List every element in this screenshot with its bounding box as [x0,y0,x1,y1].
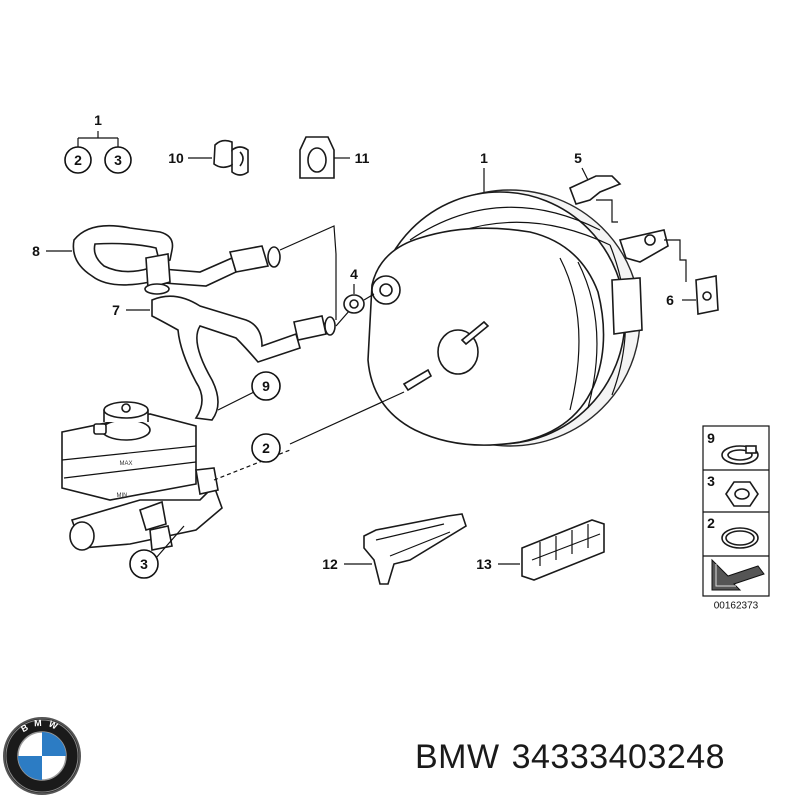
diagram-id: 00162373 [714,601,759,612]
callout-8: 8 [32,243,40,259]
o-ring-icon [721,527,759,549]
part-1-brake-booster: 1 [367,150,643,447]
master-cylinder-reservoir: MAX MIN [61,391,405,551]
bmw-logo-icon: BMW [3,717,81,795]
callout-4: 4 [350,266,358,282]
legend-panel: 9 3 2 [702,425,770,597]
callout-1-top: 1 [94,112,102,128]
part-7-vacuum-hose: 7 [112,295,351,421]
callout-13: 13 [476,556,492,572]
part-13-pad: 13 [476,519,605,581]
callout-6: 6 [666,292,674,308]
callout-2-mid-group: 2 [251,433,281,463]
callout-group-1: 1 2 3 [64,112,132,174]
callout-12: 12 [322,556,338,572]
part-8-vacuum-hose: 8 [32,224,337,320]
hose-clamp-icon [721,445,759,465]
reservoir-min-mark: MIN [117,493,128,499]
legend-item-number-3: 3 [707,473,715,489]
callout-2-top: 2 [74,152,82,168]
callout-3-low-group: 3 [129,525,185,579]
reservoir-max-mark: MAX [119,461,132,467]
part-10-clip: 10 [168,139,249,176]
hex-nut-icon [725,481,759,507]
callout-7: 7 [112,302,120,318]
callout-2-mid: 2 [262,440,270,456]
callout-9: 9 [262,378,270,394]
legend-item-number-9: 9 [707,430,715,446]
callout-11: 11 [355,150,370,166]
callout-1-booster: 1 [480,150,488,166]
part-6-clip: 6 [666,275,719,315]
callout-3-top: 3 [114,152,122,168]
part-4-grommet: 4 [343,266,375,314]
callout-9-group: 9 [217,371,281,411]
part-number: 34333403248 [511,738,726,776]
part-11-grommet: 11 [299,136,370,179]
callout-5: 5 [574,150,582,166]
arrow-icon [711,558,765,591]
callout-10: 10 [168,150,184,166]
callout-3-low: 3 [140,556,148,572]
part-caption: BMW 34333403248 [415,738,725,777]
legend-item-number-2: 2 [707,515,715,531]
part-5-bracket: 5 [568,150,687,282]
part-12-bracket: 12 [322,513,467,585]
brand-name: BMW [415,738,500,776]
